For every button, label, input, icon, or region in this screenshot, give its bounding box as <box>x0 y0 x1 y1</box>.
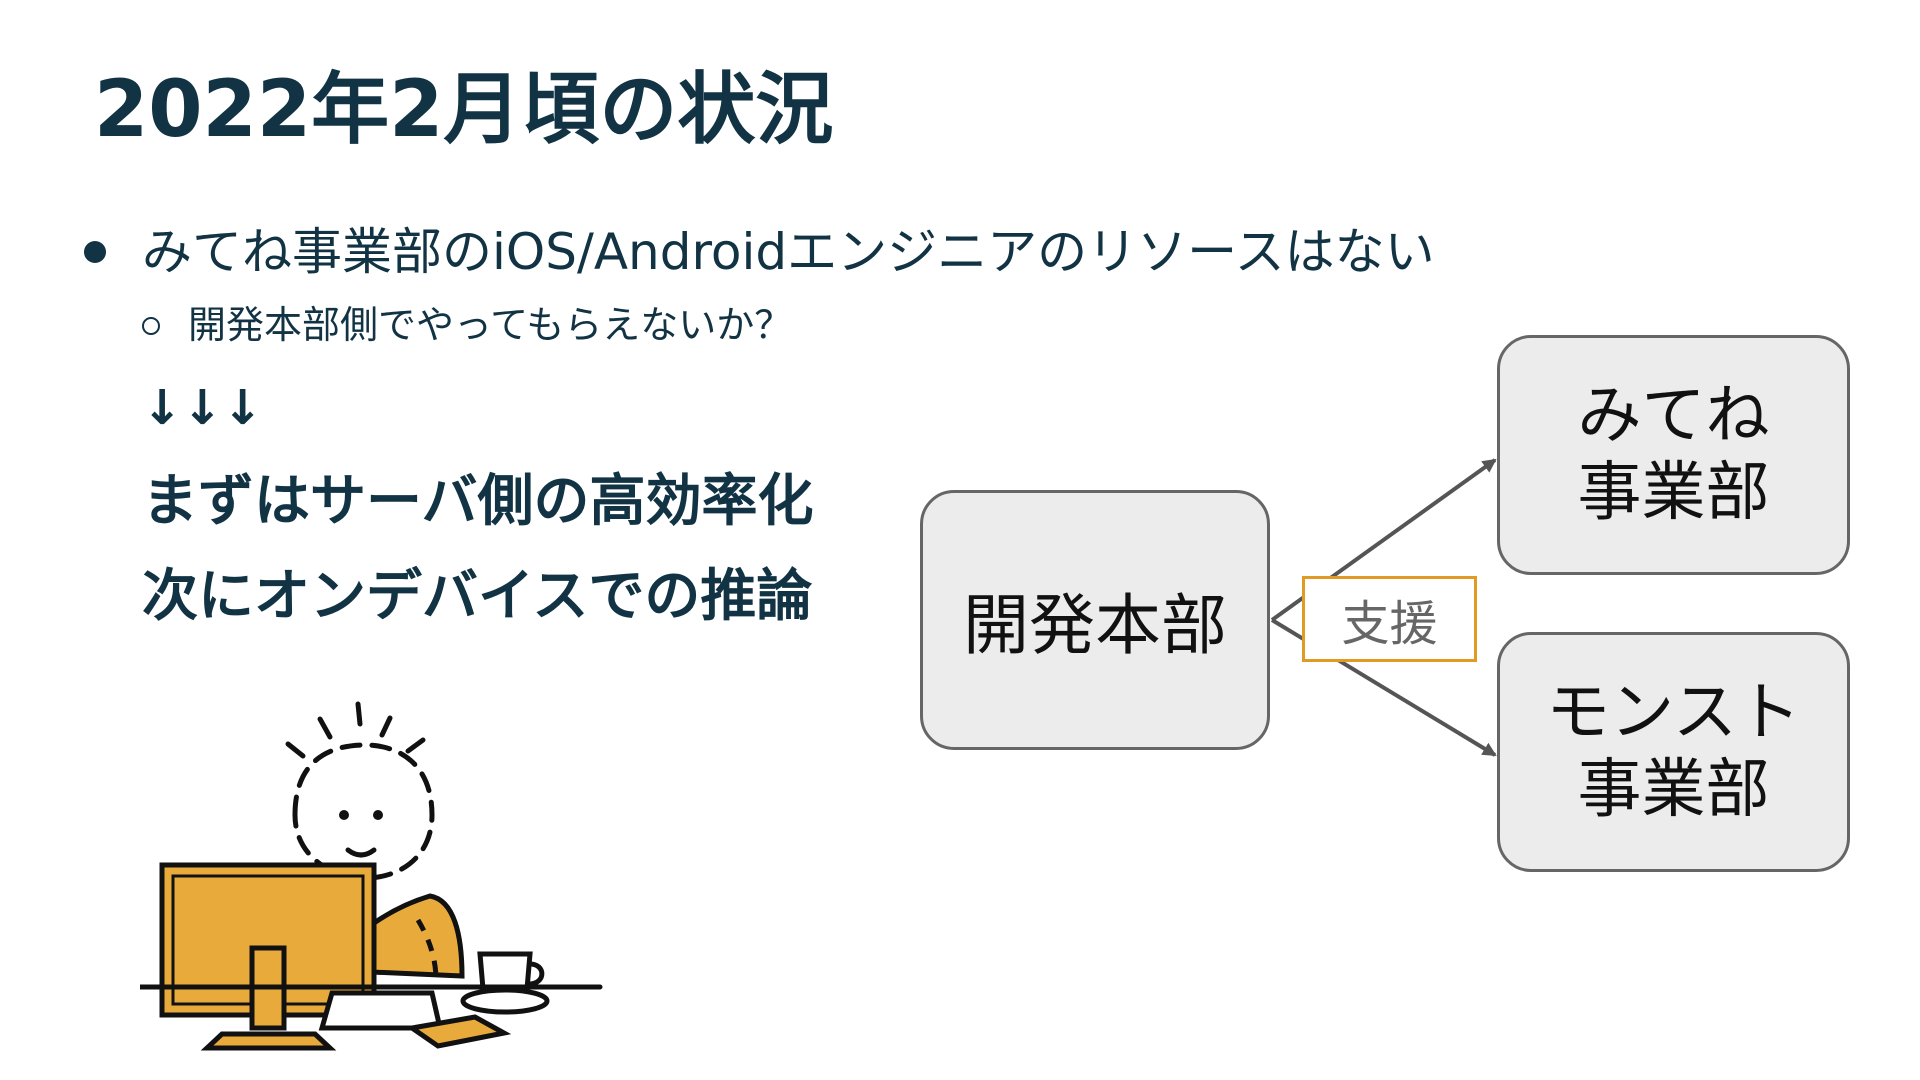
support-label: 支援 <box>1341 596 1438 652</box>
coffee-saucer <box>460 987 550 1015</box>
emphasis-line-1: まずはサーバ側の高効率化 <box>142 469 814 534</box>
target-node-mitene-line2: 事業部 <box>1577 456 1770 530</box>
monitor-base <box>200 1031 337 1051</box>
coffee-cup-handle <box>528 961 545 987</box>
target-node-mitene: みてね 事業部 <box>1497 335 1850 575</box>
right-eye <box>373 810 383 820</box>
smile <box>345 847 377 858</box>
spark-line-3 <box>405 737 426 754</box>
source-node-label: 開発本部 <box>963 587 1227 664</box>
target-node-monst-line2: 事業部 <box>1577 753 1770 827</box>
left-eye <box>339 810 349 820</box>
spark-line-2 <box>379 715 393 738</box>
emphasis-line-2: 次にオンデバイスでの推論 <box>142 564 813 629</box>
sub-bullet-circle-icon <box>142 316 160 335</box>
notebook <box>405 1014 512 1049</box>
main-bullet-text: みてね事業部のiOS/Androidエンジニアのリソースはない <box>142 223 1435 281</box>
main-bullet: みてね事業部のiOS/Androidエンジニアのリソースはない <box>84 222 1435 282</box>
target-node-monst-line1: モンスト <box>1546 676 1801 751</box>
source-node: 開発本部 <box>920 490 1270 750</box>
spark-line-4 <box>317 716 333 740</box>
sub-bullet-text: 開発本部側でやってもらえないか？ <box>188 303 793 347</box>
sub-bullet: 開発本部側でやってもらえないか？ <box>142 303 792 349</box>
person-at-computer-illustration <box>137 690 640 1075</box>
support-diagram: 開発本部 支援 みてね 事業部 モンスト 事業部 <box>920 325 1870 885</box>
target-node-monst: モンスト 事業部 <box>1497 632 1850 872</box>
illustration-svg <box>137 701 603 1051</box>
bullet-dot-icon <box>84 241 106 263</box>
arm-line <box>415 918 439 981</box>
spark-line-5 <box>285 741 306 759</box>
keyboard <box>318 990 444 1031</box>
down-arrows: ↓↓↓ <box>142 380 263 436</box>
target-node-mitene-line1: みてね <box>1577 379 1770 454</box>
head-outline <box>292 742 435 881</box>
slide-title: 2022年2月頃の状況 <box>94 65 834 155</box>
spark-line-1 <box>355 701 363 727</box>
support-label-box: 支援 <box>1302 576 1477 662</box>
